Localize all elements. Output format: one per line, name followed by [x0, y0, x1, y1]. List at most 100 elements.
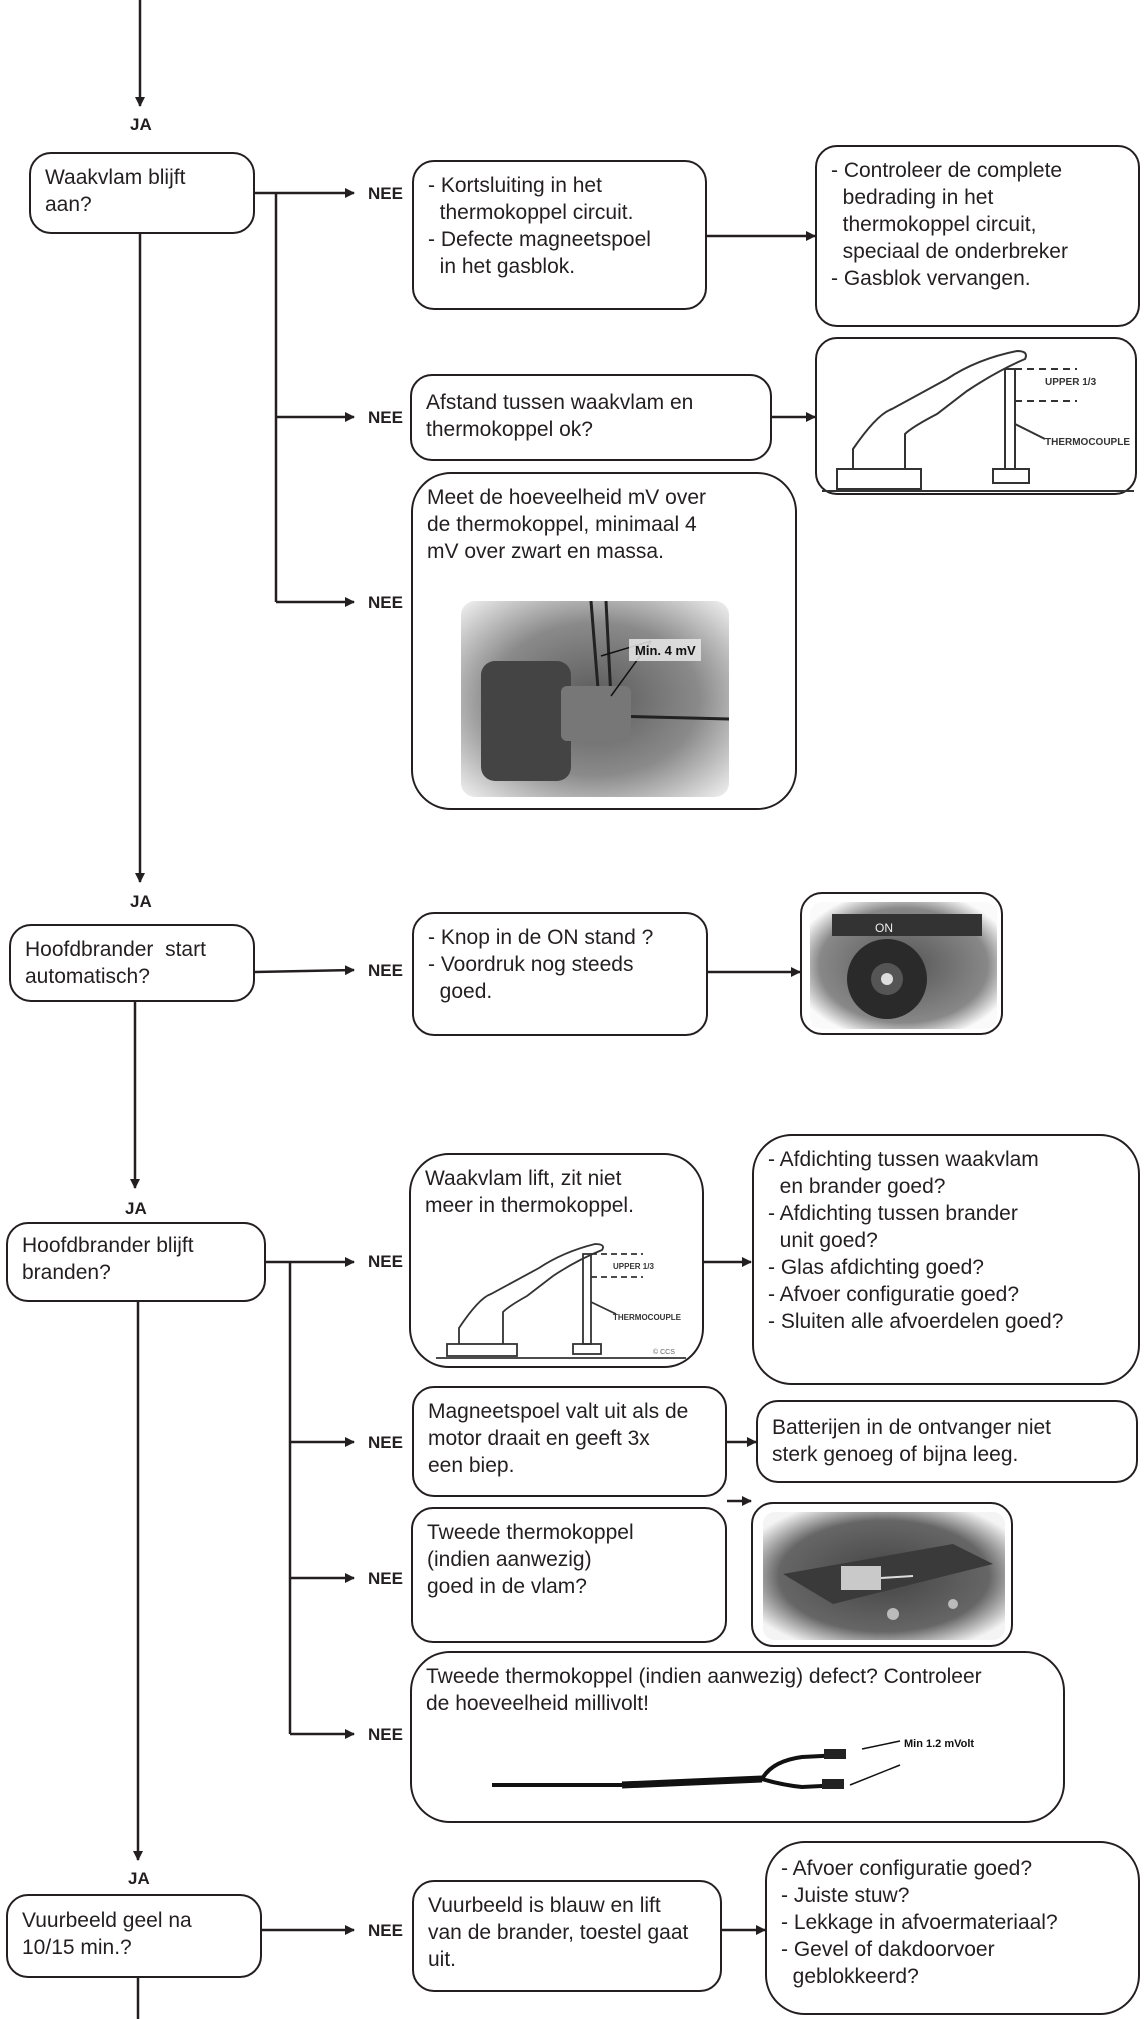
decision-box: Hoofdbrander blijft branden?	[6, 1222, 266, 1302]
text-line: Vuurbeeld is blauw en lift	[428, 1894, 661, 1917]
action-box: - Afdichting tussen waakvlam en brander …	[752, 1134, 1140, 1385]
no-label: NEE	[368, 1433, 403, 1452]
text-line: in het gasblok.	[428, 255, 576, 278]
check-box-millivolt: Tweede thermokoppel (indien aanwezig) de…	[410, 1651, 1065, 1823]
yes-label: JA	[130, 115, 152, 134]
check-box: Tweede thermokoppel(indien aanwezig)goed…	[411, 1507, 727, 1643]
text-line: Vuurbeeld geel na	[22, 1909, 192, 1932]
text-line: Magneetspoel valt uit als de	[428, 1400, 689, 1423]
text-line: - Afvoer configuratie goed?	[768, 1283, 1019, 1306]
on-switch-photo: ON	[810, 902, 997, 1029]
text-line: goed in de vlam?	[427, 1575, 587, 1598]
text-line: - Juiste stuw?	[781, 1884, 910, 1907]
text-line: uit.	[428, 1948, 457, 1971]
text-line: Waakvlam lift, zit niet	[425, 1167, 622, 1190]
thermocouple-base	[572, 1343, 602, 1355]
text-line: thermokoppel ok?	[426, 418, 593, 441]
no-label: NEE	[368, 184, 403, 203]
text-line: geblokkeerd?	[781, 1965, 919, 1988]
text-line: branden?	[22, 1261, 111, 1284]
no-label: NEE	[368, 961, 403, 980]
thermocouple-label: THERMOCOUPLE	[613, 1313, 682, 1322]
yes-label: JA	[128, 1869, 150, 1888]
text-line: mV over zwart en massa.	[427, 540, 664, 563]
upper-label: UPPER 1/3	[613, 1262, 654, 1271]
text-line: en brander goed?	[768, 1175, 946, 1198]
text-line: motor draait en geeft 3x	[428, 1427, 650, 1450]
text-line: - Sluiten alle afvoerdelen goed?	[768, 1310, 1064, 1333]
text-line: - Lekkage in afvoermateriaal?	[781, 1911, 1058, 1934]
check-box: Vuurbeeld is blauw en lift van de brander…	[412, 1880, 722, 1992]
text-line: bedrading in het	[831, 186, 994, 209]
no-label: NEE	[368, 1921, 403, 1940]
action-box: - Afvoer configuratie goed? - Juiste stuw…	[765, 1841, 1140, 2015]
check-box: - Kortsluiting in het thermokoppel circu…	[412, 160, 707, 310]
text-line: - Kortsluiting in het	[428, 174, 602, 197]
upper-label: UPPER 1/3	[1045, 377, 1097, 388]
thermocouple-rod	[582, 1253, 592, 1345]
min-1-2-mvolt-label: Min 1.2 mVolt	[904, 1738, 974, 1750]
text-line: - Gevel of dakdoorvoer	[781, 1938, 995, 1961]
no-label: NEE	[368, 1569, 403, 1588]
burner-photo	[763, 1512, 1005, 1640]
text-line: de thermokoppel, minimaal 4	[427, 513, 697, 536]
thermocouple-label: THERMOCOUPLE	[1045, 437, 1130, 448]
thermocouple-diagram: UPPER 1/3 THERMOCOUPLE	[822, 349, 1134, 492]
check-box-measure: Meet de hoeveelheid mV over de thermokopp…	[411, 472, 797, 810]
decision-box: Waakvlam blijft aan?	[29, 152, 255, 234]
thermocouple-base	[992, 468, 1030, 484]
action-box: Batterijen in de ontvanger niet sterk gen…	[756, 1400, 1138, 1483]
no-label: NEE	[368, 1252, 403, 1271]
text-line: Waakvlam blijft	[45, 166, 186, 189]
text-line: - Controleer de complete	[831, 159, 1063, 182]
burner-photo-box	[751, 1502, 1013, 1647]
text-line: automatisch?	[25, 965, 150, 988]
thermocouple-figure-box: UPPER 1/3 THERMOCOUPLE	[815, 337, 1137, 495]
check-box: - Knop in de ON stand ?- Voordruk nog st…	[412, 912, 708, 1036]
no-label: NEE	[368, 593, 403, 612]
yes-label: JA	[125, 1199, 147, 1218]
text-line: Tweede thermokoppel (indien aanwezig) de…	[426, 1665, 982, 1688]
text-line: thermokoppel circuit,	[831, 213, 1037, 236]
text-line: van de brander, toestel gaat	[428, 1921, 689, 1944]
action-box: - Controleer de complete bedrading in he…	[815, 145, 1140, 327]
gas-valve-sketch: Min. 4 mV	[481, 600, 730, 781]
text-line: - Afvoer configuratie goed?	[781, 1857, 1032, 1880]
thermocouple-cable: Min 1.2 mVolt	[492, 1738, 974, 1790]
text-line: Hoofdbrander blijft	[22, 1234, 194, 1257]
no-label: NEE	[368, 408, 403, 427]
credit-label: © CCS	[653, 1348, 675, 1356]
text-line: speciaal de onderbreker	[831, 240, 1068, 263]
check-box: Magneetspoel valt uit als de motor draait…	[412, 1386, 727, 1497]
text-line: sterk genoeg of bijna leeg.	[772, 1443, 1019, 1466]
text-line: Afstand tussen waakvlam en	[426, 391, 694, 414]
text-line: meer in thermokoppel.	[425, 1194, 634, 1217]
arrow-d2-nee	[254, 965, 355, 976]
text-line: unit goed?	[768, 1229, 878, 1252]
gas-valve-photo: Min. 4 mV	[461, 600, 730, 797]
text-line: Meet de hoeveelheid mV over	[427, 486, 706, 509]
text-line: thermokoppel circuit.	[428, 201, 634, 224]
text-line: - Glas afdichting goed?	[768, 1256, 984, 1279]
text-line: - Afdichting tussen brander	[768, 1202, 1018, 1225]
text-line: een biep.	[428, 1454, 515, 1477]
text-line: Tweede thermokoppel	[427, 1521, 634, 1544]
on-switch-figure-box: ON	[800, 892, 1003, 1035]
thermocouple-diagram: UPPER 1/3 THERMOCOUPLE © CCS	[436, 1243, 686, 1359]
text-line: goed.	[428, 980, 493, 1003]
text-line: aan?	[45, 193, 92, 216]
pilot-base	[836, 468, 922, 490]
decision-box: Vuurbeeld geel na 10/15 min.?	[6, 1894, 262, 1978]
text-line: 10/15 min.?	[22, 1936, 132, 1959]
text-line: de hoeveelheid millivolt!	[426, 1692, 649, 1715]
on-label: ON	[875, 921, 893, 935]
text-line: - Afdichting tussen waakvlam	[768, 1148, 1039, 1171]
pilot-base	[446, 1343, 518, 1357]
min-4mv-label: Min. 4 mV	[635, 643, 696, 658]
text-line: Batterijen in de ontvanger niet	[772, 1416, 1052, 1439]
text-line: - Defecte magneetspoel	[428, 228, 651, 251]
text-line: Hoofdbrander start	[25, 938, 206, 961]
check-box-flame-lift: Waakvlam lift, zit niet meer in thermokop…	[409, 1153, 704, 1368]
text-line: - Gasblok vervangen.	[831, 267, 1031, 290]
